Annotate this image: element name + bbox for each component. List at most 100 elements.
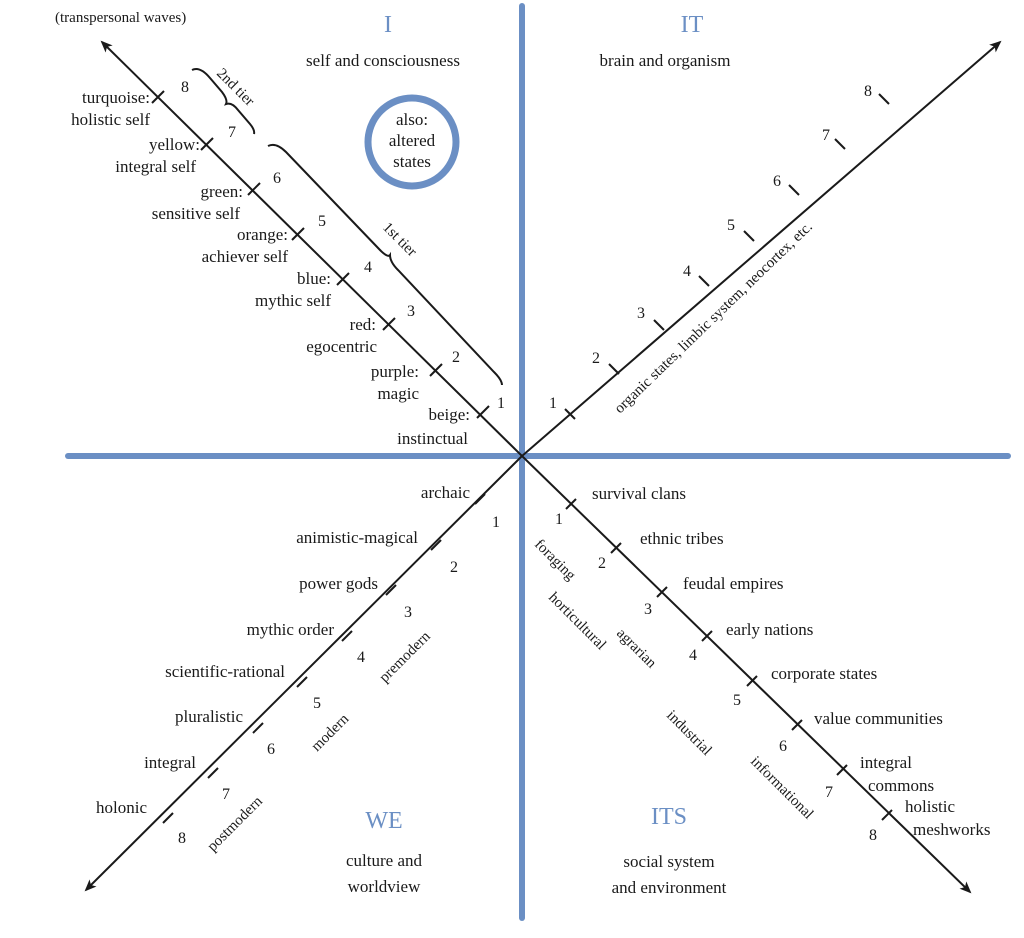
- level-name-label: ethnic tribes: [640, 529, 724, 548]
- quadrant-letter-we: WE: [365, 808, 402, 834]
- level-color-label: blue:: [297, 269, 331, 288]
- level-number: 4: [357, 649, 365, 666]
- level-number: 6: [773, 173, 781, 190]
- level-number: 5: [318, 213, 326, 230]
- tick-mark: [200, 137, 214, 151]
- level-number: 2: [598, 555, 606, 572]
- level-name-label: integral: [860, 753, 912, 772]
- level-name-label: holistic self: [71, 110, 150, 129]
- mode-label-informational: informational: [747, 754, 816, 823]
- level-number: 4: [683, 263, 691, 280]
- tick-mark: [656, 586, 668, 598]
- tick-mark: [610, 542, 622, 554]
- tick-mark: [207, 767, 219, 779]
- level-number: 1: [492, 514, 500, 531]
- level-name-label: survival clans: [592, 484, 686, 503]
- level-number: 1: [555, 511, 563, 528]
- tick-mark: [476, 405, 490, 419]
- level-number: 7: [228, 124, 236, 141]
- level-name-label: holistic: [905, 797, 956, 816]
- second-tier-bracket: [191, 68, 256, 135]
- axis-upper-left: [100, 40, 523, 457]
- quadrant-subtitle-we: worldview: [348, 877, 421, 896]
- axis-lower-left: [84, 455, 523, 892]
- quadrant-subtitle-its: and environment: [612, 878, 727, 897]
- tick-mark: [698, 275, 710, 287]
- level-number: 4: [364, 259, 372, 276]
- quadrant-letter-its: ITS: [651, 804, 687, 830]
- tick-mark: [701, 630, 713, 642]
- level-number: 6: [779, 738, 787, 755]
- level-color-label: orange:: [237, 225, 288, 244]
- level-name-label: instinctual: [397, 429, 468, 448]
- tick-mark: [296, 676, 308, 688]
- level-color-label: beige:: [428, 405, 470, 424]
- level-number: 8: [869, 827, 877, 844]
- circle-note-line: altered: [389, 131, 436, 150]
- tick-mark: [881, 809, 893, 821]
- tick-mark: [608, 363, 620, 375]
- level-number: 7: [222, 786, 230, 803]
- tick-mark: [429, 363, 443, 377]
- level-number: 3: [407, 303, 415, 320]
- transpersonal-waves-label: (transpersonal waves): [55, 10, 186, 26]
- mode-label-horticultural: horticultural: [545, 590, 609, 654]
- level-name-label: egocentric: [306, 337, 377, 356]
- tick-mark: [336, 272, 350, 286]
- level-color-label: turquoise:: [82, 88, 150, 107]
- level-name-label: integral: [144, 753, 196, 772]
- level-name-label: mythic self: [255, 291, 331, 310]
- tick-mark: [878, 93, 890, 105]
- tick-mark: [430, 539, 442, 551]
- circle-note-line: also:: [396, 110, 428, 129]
- second-tier-label: 2nd tier: [213, 66, 257, 110]
- level-name-label: sensitive self: [152, 204, 241, 223]
- tick-mark: [743, 230, 755, 242]
- tick-mark: [162, 812, 174, 824]
- tick-mark: [291, 227, 305, 241]
- level-number: 4: [689, 647, 697, 664]
- level-name-label: pluralistic: [175, 707, 243, 726]
- level-number: 8: [864, 83, 872, 100]
- tick-mark: [564, 408, 576, 420]
- circle-note-line: states: [393, 152, 431, 171]
- level-name-label: archaic: [421, 483, 471, 502]
- level-number: 5: [733, 692, 741, 709]
- level-name-label: integral self: [115, 157, 196, 176]
- level-number: 8: [178, 830, 186, 847]
- level-name-label: early nations: [726, 620, 813, 639]
- tick-mark: [746, 675, 758, 687]
- level-color-label: yellow:: [149, 135, 200, 154]
- level-name-label: magic: [377, 384, 419, 403]
- level-color-label: green:: [201, 182, 243, 201]
- quadrant-letter-i: I: [384, 12, 392, 38]
- level-name-label: holonic: [96, 798, 147, 817]
- tick-mark: [252, 722, 264, 734]
- era-label-premodern: premodern: [377, 628, 435, 686]
- quadrant-subtitle-its: social system: [623, 852, 714, 871]
- tick-mark: [341, 630, 353, 642]
- level-number: 6: [273, 170, 281, 187]
- level-number: 7: [825, 784, 833, 801]
- mode-label-industrial: industrial: [663, 708, 714, 759]
- level-name-label: value communities: [814, 709, 943, 728]
- level-color-label: purple:: [371, 362, 419, 381]
- level-name-label: meshworks: [913, 820, 990, 839]
- altered-states-circle: [364, 94, 460, 190]
- tick-mark: [788, 184, 800, 196]
- level-name-label: achiever self: [202, 247, 289, 266]
- tick-mark: [382, 317, 396, 331]
- level-number: 8: [181, 79, 189, 96]
- tick-mark: [474, 493, 486, 505]
- level-name-label: mythic order: [247, 620, 335, 639]
- tick-mark: [565, 498, 577, 510]
- level-name-label: feudal empires: [683, 574, 784, 593]
- era-label-modern: modern: [309, 711, 353, 755]
- level-number: 3: [404, 604, 412, 621]
- quadrant-letter-it: IT: [681, 12, 704, 38]
- level-name-label: corporate states: [771, 664, 877, 683]
- level-name-label: power gods: [299, 574, 378, 593]
- level-number: 2: [450, 559, 458, 576]
- level-number: 6: [267, 741, 275, 758]
